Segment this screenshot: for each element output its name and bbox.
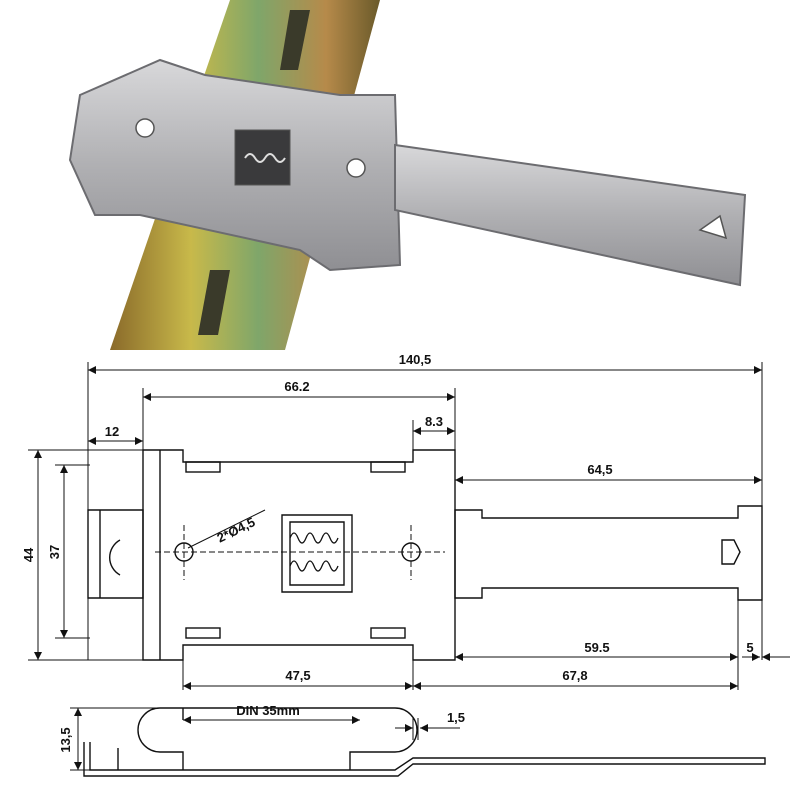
side-view-outline [83,707,766,777]
dim-bottom-mid: 59.5 [584,640,609,655]
dim-side-height: 13,5 [58,727,73,752]
hole-callout-leader [187,509,266,549]
dim-height-outer: 44 [21,547,36,562]
dim-overall: 140,5 [399,352,432,367]
top-view-outline [87,449,456,661]
spring-window [234,129,291,186]
dim-thickness: 1,5 [447,710,465,725]
dim-height-inner: 37 [47,545,62,559]
spring-coil [244,153,286,163]
dim-gap-width: 8.3 [425,414,443,429]
clip-strap [394,143,747,287]
dim-tab-width: 12 [105,424,119,439]
product-photo [68,0,747,350]
dim-bottom-left: 47,5 [285,668,310,683]
hole-callout: 2*Ø4,5 [215,514,258,545]
mounting-hole-left [135,118,155,138]
dim-strap-length: 64,5 [587,462,612,477]
dim-bottom-right: 67,8 [562,668,587,683]
strap-outline [454,505,763,601]
din-rail-slot-bottom [198,270,230,335]
technical-drawing: 140,5 66.2 12 8.3 64,5 44 37 2*Ø4,5 47,5… [21,352,790,777]
din-rail-slot-top [280,10,310,70]
dim-clip-width: 66.2 [284,379,309,394]
dim-tab-end: 5 [746,640,753,655]
mounting-hole-right [346,158,366,178]
spring-coil-drawing [289,532,339,572]
rail-label: DIN 35mm [236,703,300,718]
strap-keyhole [698,214,728,240]
